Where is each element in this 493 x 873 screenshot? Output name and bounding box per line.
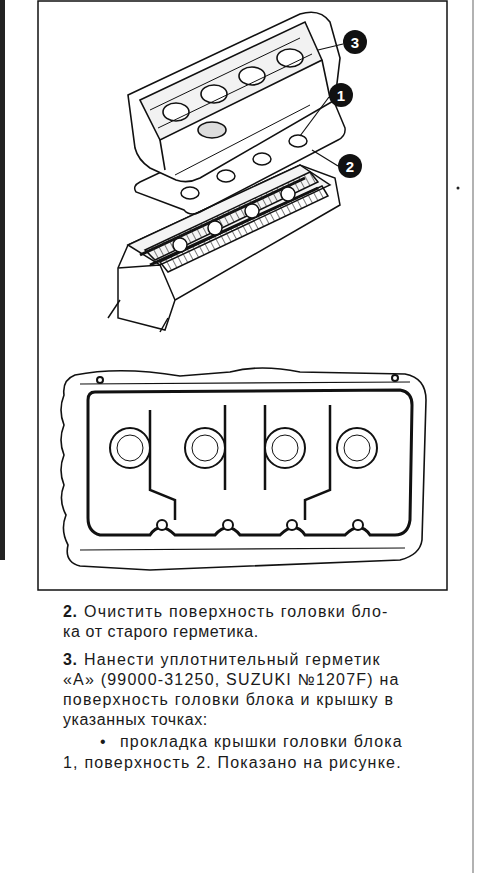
body-text: Очистить поверхность головки бло-: [84, 603, 389, 621]
body-text: ка от старого герметика.: [63, 623, 259, 641]
cylinder-head: [108, 165, 340, 332]
page-edge: [472, 0, 474, 873]
step-number: 3.: [63, 651, 78, 669]
callout-number: 1: [331, 88, 351, 103]
bullet: •: [100, 733, 106, 751]
figure-frame: [38, 1, 447, 590]
body-text: 1, поверхность 2. Показано на рисунке.: [63, 754, 402, 772]
step-number: 2.: [63, 603, 78, 621]
plug-hole: [97, 375, 398, 530]
cylinder-head-cover: [128, 12, 340, 181]
body-text: Нанести уплотнительный герметик: [84, 651, 381, 669]
callout-circle: [329, 30, 367, 178]
gasket-plan: [61, 368, 426, 570]
callout-number: 3: [345, 35, 365, 50]
page-edge: [0, 0, 5, 560]
body-text: поверхность головки блока и крышку в: [63, 691, 394, 709]
body-text: «А» (99000-31250, SUZUKI №1207F) на: [63, 671, 400, 689]
body-text: указанных точках:: [63, 711, 208, 729]
callout-number: 2: [340, 159, 360, 174]
body-text: прокладка крышки головки блока: [120, 733, 403, 751]
